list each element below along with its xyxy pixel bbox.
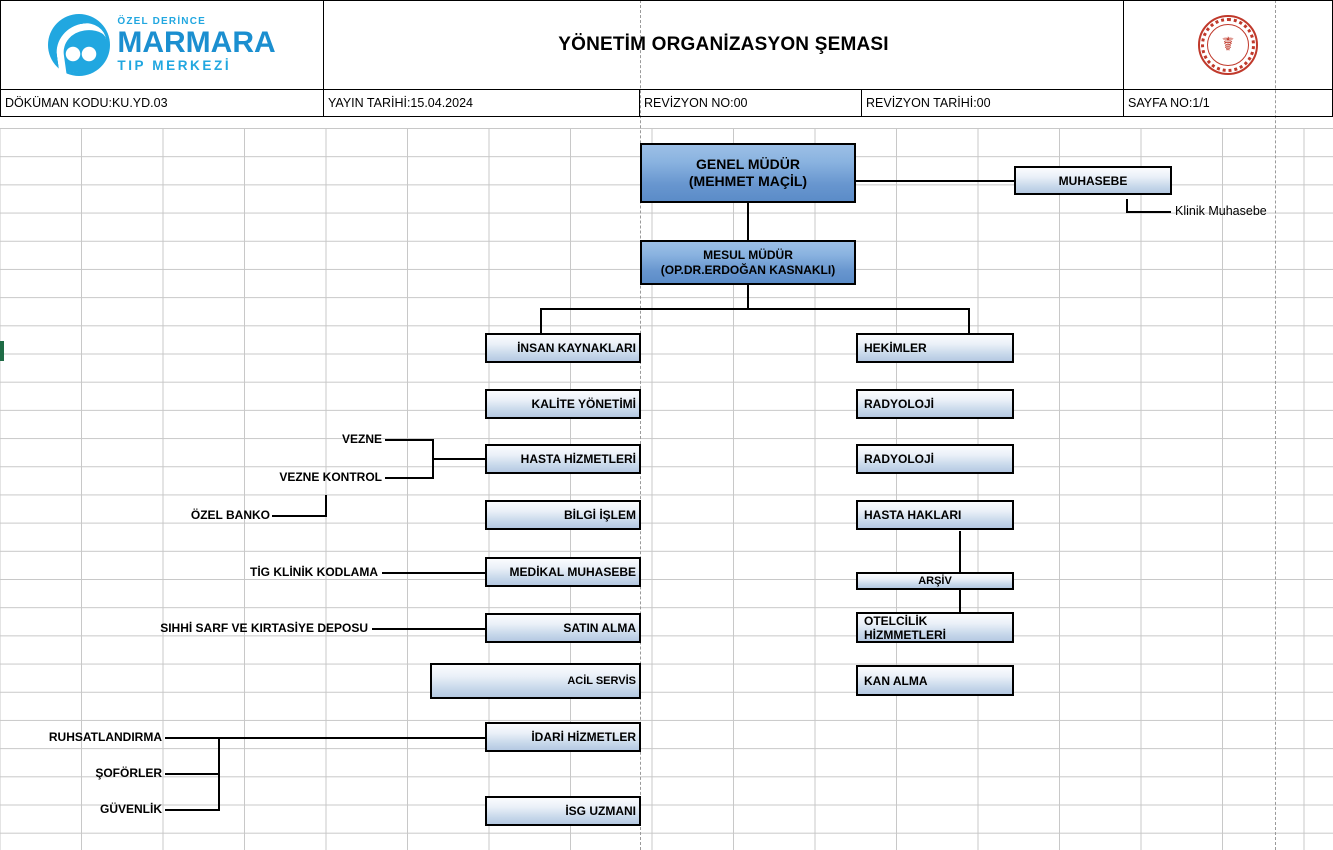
box-radyoloji-1-label: RADYOLOJİ	[864, 397, 935, 411]
connector-branch-bar	[540, 308, 970, 310]
box-radyoloji-1[interactable]: RADYOLOJİ	[856, 389, 1014, 419]
box-kan-alma[interactable]: KAN ALMA	[856, 665, 1014, 696]
ministry-of-health-seal-icon: ☤	[1198, 14, 1258, 75]
box-satin-alma-label: SATIN ALMA	[563, 621, 636, 635]
box-radyoloji-2[interactable]: RADYOLOJİ	[856, 444, 1014, 474]
logo-line-1: ÖZEL DERİNCE	[117, 15, 207, 27]
connector-tig-kodlama	[382, 572, 487, 574]
box-hekimler[interactable]: HEKİMLER	[856, 333, 1014, 363]
label-guvenlik: GÜVENLİK	[99, 802, 162, 816]
box-muhasebe-label: MUHASEBE	[1058, 173, 1128, 188]
box-acil-servis[interactable]: ACİL SERVİS	[430, 663, 641, 699]
box-idari-hizmetler-label: İDARİ HİZMETLER	[531, 730, 636, 744]
page-break-line-1	[640, 0, 641, 850]
meta-revision-date: REVİZYON TARİHİ:00	[862, 89, 1124, 116]
box-genel-mudur[interactable]: GENEL MÜDÜR (MEHMET MAÇİL)	[640, 143, 856, 203]
box-otelcilik-hizmetleri[interactable]: OTELCİLİK HİZMMETLERİ	[856, 612, 1014, 643]
label-tig-klinik-kodlama: TİG KLİNİK KODLAMA	[250, 565, 378, 579]
connector-muhasebe-klinik-v	[1126, 199, 1128, 213]
box-kalite-yonetimi[interactable]: KALİTE YÖNETİMİ	[485, 389, 641, 419]
box-insan-kaynaklari-label: İNSAN KAYNAKLARI	[517, 341, 636, 355]
connector-muhasebe-klinik-h	[1126, 211, 1171, 213]
box-kan-alma-label: KAN ALMA	[864, 673, 928, 688]
box-hekimler-label: HEKİMLER	[864, 341, 927, 355]
box-arsiv[interactable]: ARŞİV	[856, 572, 1014, 590]
meta-page-no: SAYFA NO:1/1	[1124, 89, 1333, 116]
connector-vezne-to-hasta	[432, 458, 487, 460]
seal-cell: ☤	[1124, 0, 1333, 89]
connector-ozel-banko-h	[272, 515, 327, 517]
box-hasta-hizmetleri-label: HASTA HİZMETLERİ	[520, 452, 636, 466]
connector-sihhi-sarf	[372, 628, 487, 630]
connector-vezne-kontrol-h	[385, 477, 433, 479]
box-acil-servis-label: ACİL SERVİS	[567, 675, 636, 687]
box-muhasebe[interactable]: MUHASEBE	[1014, 166, 1172, 195]
connector-ozel-banko-v	[325, 495, 327, 516]
header-meta-row: DÖKÜMAN KODU:KU.YD.03 YAYIN TARİHİ:15.04…	[0, 89, 1333, 117]
box-kalite-yonetimi-label: KALİTE YÖNETİMİ	[531, 397, 636, 411]
row-selection-marker	[0, 341, 4, 361]
box-genel-mudur-line2: (MEHMET MAÇİL)	[688, 173, 808, 189]
box-mesul-mudur-line2: (OP.DR.ERDOĞAN KASNAKLI)	[660, 262, 836, 277]
box-medikal-muhasebe[interactable]: MEDİKAL MUHASEBE	[485, 557, 641, 587]
label-klinik-muhasebe: Klinik Muhasebe	[1175, 204, 1267, 218]
box-isg-uzmani[interactable]: İSG UZMANI	[485, 796, 641, 826]
page-break-line-2	[1275, 0, 1276, 850]
meta-document-code: DÖKÜMAN KODU:KU.YD.03	[0, 89, 324, 116]
page-title: YÖNETİM ORGANİZASYON ŞEMASI	[558, 33, 889, 55]
box-satin-alma[interactable]: SATIN ALMA	[485, 613, 641, 643]
logo-cell: ÖZEL DERİNCE MARMARA TIP MERKEZİ	[0, 0, 324, 89]
connector-branch-left	[540, 308, 542, 334]
box-idari-hizmetler[interactable]: İDARİ HİZMETLER	[485, 722, 641, 752]
spreadsheet-grid	[0, 128, 1333, 850]
label-sihhi-sarf-deposu: SIHHİ SARF VE KIRTASİYE DEPOSU	[160, 621, 368, 635]
connector-arsiv-otelcilik	[959, 590, 961, 612]
connector-gm-muhasebe	[856, 180, 1014, 182]
box-radyoloji-2-label: RADYOLOJİ	[864, 452, 935, 466]
connector-branch-right	[968, 308, 970, 334]
box-bilgi-islem[interactable]: BİLGİ İŞLEM	[485, 500, 641, 530]
connector-guvenlik-h	[165, 809, 220, 811]
box-genel-mudur-line1: GENEL MÜDÜR	[696, 155, 800, 172]
label-soforler: ŞOFÖRLER	[95, 766, 162, 780]
connector-soforler-h	[165, 773, 220, 775]
box-bilgi-islem-label: BİLGİ İŞLEM	[564, 508, 636, 522]
box-isg-uzmani-label: İSG UZMANI	[565, 804, 636, 818]
marmara-logo-icon	[48, 13, 111, 76]
box-mesul-mudur[interactable]: MESUL MÜDÜR (OP.DR.ERDOĞAN KASNAKLI)	[640, 240, 856, 285]
marmara-logo: ÖZEL DERİNCE MARMARA TIP MERKEZİ	[48, 13, 276, 76]
connector-vezne-h	[385, 439, 433, 441]
logo-line-3: TIP MERKEZİ	[117, 57, 232, 73]
box-mesul-mudur-line1: MESUL MÜDÜR	[703, 247, 793, 262]
box-medikal-muhasebe-label: MEDİKAL MUHASEBE	[509, 565, 636, 579]
box-otelcilik-hizmetleri-label: OTELCİLİK HİZMMETLERİ	[864, 613, 946, 642]
box-hasta-haklari[interactable]: HASTA HAKLARI	[856, 500, 1014, 530]
title-cell: YÖNETİM ORGANİZASYON ŞEMASI	[324, 0, 1124, 89]
connector-hastahaklari-arsiv	[959, 531, 961, 572]
document-header: ÖZEL DERİNCE MARMARA TIP MERKEZİ YÖNETİM…	[0, 0, 1333, 128]
connector-gm-mm	[747, 203, 749, 240]
meta-revision-no: REVİZYON NO:00	[640, 89, 862, 116]
box-arsiv-label: ARŞİV	[918, 575, 952, 587]
label-ozel-banko: ÖZEL BANKO	[190, 508, 270, 522]
box-insan-kaynaklari[interactable]: İNSAN KAYNAKLARI	[485, 333, 641, 363]
label-vezne: VEZNE	[341, 432, 382, 446]
logo-line-2: MARMARA	[117, 25, 276, 59]
connector-ruhsat-h	[165, 737, 487, 739]
label-vezne-kontrol: VEZNE KONTROL	[279, 470, 382, 484]
box-hasta-haklari-label: HASTA HAKLARI	[864, 508, 962, 522]
label-ruhsatlandirma: RUHSATLANDIRMA	[48, 730, 162, 744]
header-top-row	[0, 0, 1333, 90]
connector-idari-bracket	[218, 737, 220, 811]
box-hasta-hizmetleri[interactable]: HASTA HİZMETLERİ	[485, 444, 641, 474]
meta-publish-date: YAYIN TARİHİ:15.04.2024	[324, 89, 640, 116]
connector-mm-down	[747, 285, 749, 310]
